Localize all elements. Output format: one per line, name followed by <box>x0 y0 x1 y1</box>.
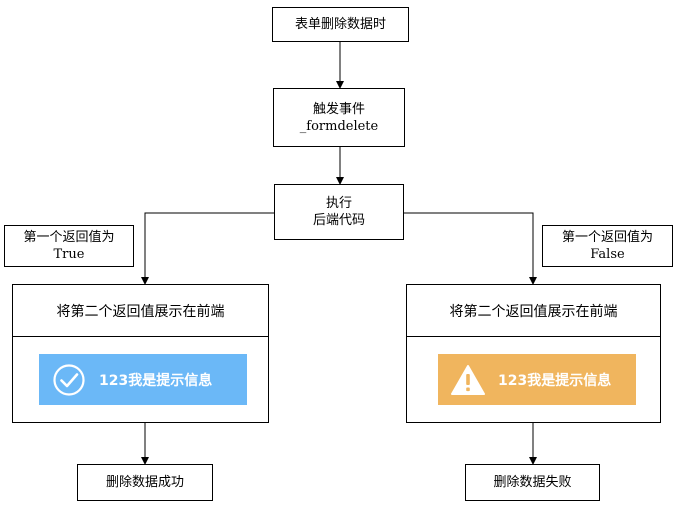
right-panel-title: 将第二个返回值展示在前端 <box>407 285 660 337</box>
warning-triangle-icon <box>438 354 498 405</box>
event-node-line1: 触发事件 <box>312 101 365 117</box>
execute-node: 执行 后端代码 <box>274 184 404 240</box>
left-display-panel: 将第二个返回值展示在前端 123我是提示信息 <box>12 284 269 423</box>
success-toast-text: 123我是提示信息 <box>99 372 213 389</box>
right-display-panel: 将第二个返回值展示在前端 123我是提示信息 <box>406 284 661 423</box>
warning-toast: 123我是提示信息 <box>438 354 636 405</box>
start-node: 表单删除数据时 <box>272 7 409 42</box>
execute-node-line2: 后端代码 <box>312 213 365 228</box>
left-condition-label: 第一个返回值为 True <box>4 225 134 267</box>
arrow-execute-to-right-panel <box>404 212 537 285</box>
event-node-line2: _formdelete <box>299 118 379 134</box>
left-panel-title: 将第二个返回值展示在前端 <box>13 285 268 337</box>
success-toast: 123我是提示信息 <box>39 354 247 405</box>
right-result-node: 删除数据失败 <box>465 464 600 501</box>
right-condition-line1: 第一个返回值为 <box>561 230 653 245</box>
warning-toast-text: 123我是提示信息 <box>498 372 612 389</box>
left-result-node: 删除数据成功 <box>77 464 213 501</box>
start-node-label: 表单删除数据时 <box>294 17 386 32</box>
execute-node-line1: 执行 <box>325 196 352 211</box>
arrow-execute-to-left-panel <box>141 212 274 285</box>
right-condition-label: 第一个返回值为 False <box>542 225 673 267</box>
right-condition-line2: False <box>590 247 625 262</box>
right-result-label: 删除数据失败 <box>493 475 572 490</box>
checkmark-circle-icon <box>39 354 99 405</box>
event-node: 触发事件 _formdelete <box>273 88 405 147</box>
left-result-label: 删除数据成功 <box>105 475 184 490</box>
left-condition-line1: 第一个返回值为 <box>23 230 115 245</box>
left-condition-line2: True <box>53 247 85 262</box>
